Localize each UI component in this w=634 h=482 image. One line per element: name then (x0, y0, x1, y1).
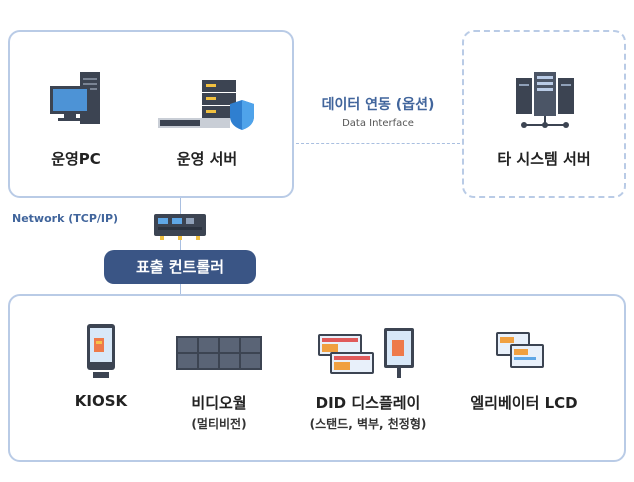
remote-server-label: 타 시스템 서버 (497, 150, 591, 168)
display-controller-badge: 표출 컨트롤러 (104, 250, 256, 284)
video-wall-icon (176, 336, 262, 370)
kiosk-label: KIOSK (74, 392, 128, 410)
pc-label: 운영PC (51, 150, 101, 168)
server-cluster-icon (516, 72, 574, 128)
controller-board-icon (154, 214, 206, 240)
did-display-label: DID 디스플레이 (315, 394, 421, 412)
network-label: Network (TCP/IP) (12, 212, 119, 225)
display-devices-box (8, 294, 626, 462)
desktop-pc-icon (50, 72, 100, 124)
kiosk-icon (87, 324, 115, 378)
elevator-lcd-label: 엘리베이터 LCD (470, 394, 578, 412)
data-link-subtitle: Data Interface (342, 118, 414, 129)
network-connector (180, 198, 181, 294)
video-wall-sublabel: (멀티비전) (191, 417, 247, 431)
data-link-title: 데이터 연동 (옵션) (321, 97, 435, 113)
video-wall-label: 비디오월 (191, 394, 247, 412)
data-link-connector (296, 143, 460, 144)
did-display-icon (318, 328, 414, 378)
did-display-sublabel: (스탠드, 벽부, 천정형) (309, 417, 427, 431)
server-label: 운영 서버 (176, 150, 238, 168)
elevator-lcd-icon (496, 332, 544, 368)
server-shield-icon (158, 80, 254, 130)
